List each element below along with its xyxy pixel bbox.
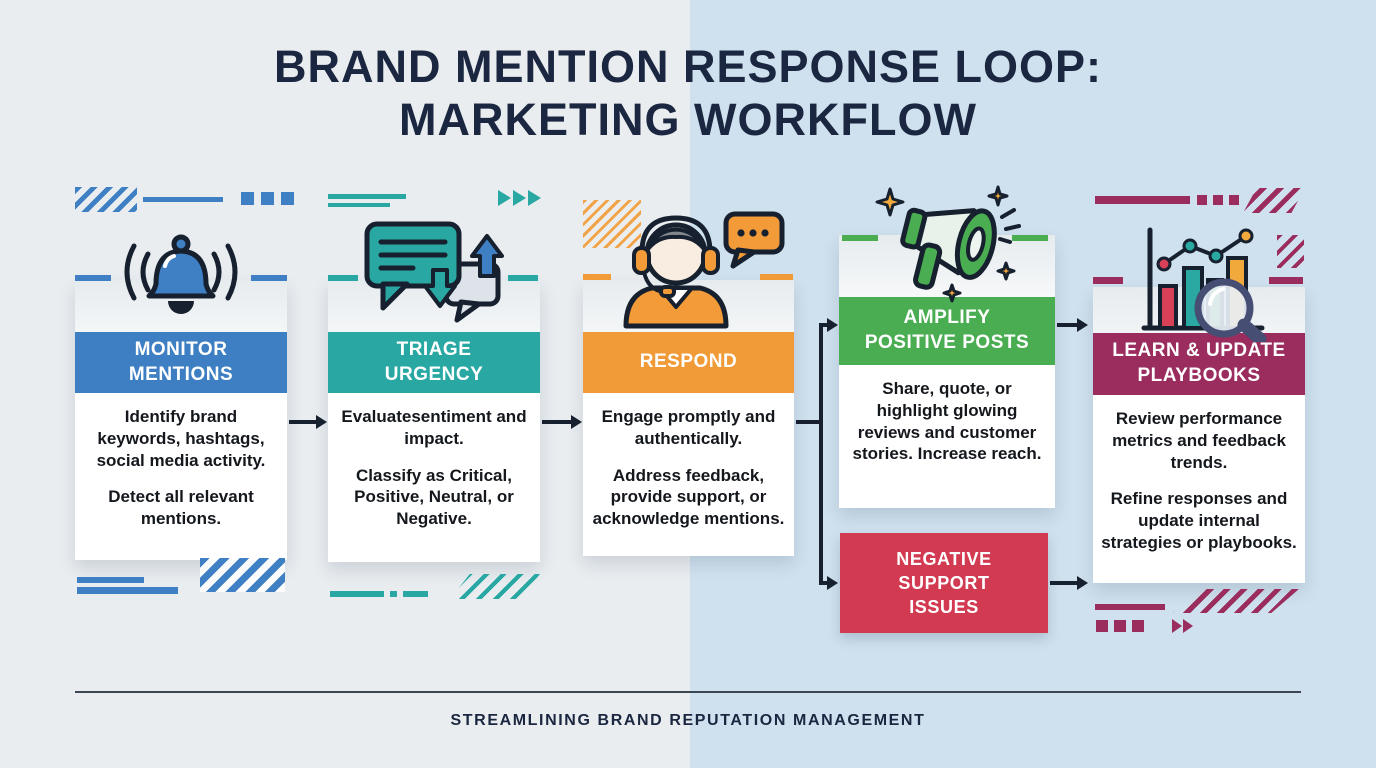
- card-body-learn: Review performance metrics and feedback …: [1093, 395, 1305, 554]
- dash-decoration-bottom: [330, 591, 384, 597]
- card-header-label: AMPLIFY POSITIVE POSTS: [864, 307, 1030, 353]
- stripes-decoration-teal-bottom: [450, 574, 540, 599]
- square-decoration: [1213, 195, 1223, 205]
- arrow-respond-out: [796, 420, 822, 424]
- card-body-amplify: Share, quote, or highlight glowing revie…: [839, 365, 1055, 465]
- card-header-learn: LEARN & UPDATE PLAYBOOKS: [1093, 333, 1305, 395]
- dash-decoration: [251, 275, 287, 281]
- line-decoration-blue-top: [143, 197, 223, 202]
- card-header-label: RESPOND: [639, 351, 738, 373]
- stripes-decoration-orange-top: [583, 200, 641, 248]
- megaphone-icon: [860, 181, 1034, 312]
- arrowhead: [1077, 318, 1088, 332]
- dash-decoration-bottom: [390, 591, 397, 597]
- square-decoration: [261, 192, 274, 205]
- card-header-label: MONITOR MENTIONS: [128, 338, 234, 385]
- body-paragraph: Classify as Critical, Positive, Neutral,…: [354, 465, 514, 529]
- card-body-monitor: Identify brand keywords, hashtags, socia…: [75, 393, 287, 530]
- footer-divider: [75, 691, 1301, 693]
- dash-decoration: [1269, 277, 1303, 284]
- line-decoration-blue-bottom: [77, 577, 144, 583]
- arrow-negative-to-learn: [1050, 581, 1079, 585]
- arrow-branch-to-negative: [819, 581, 829, 585]
- arrow-monitor-to-triage: [289, 420, 317, 424]
- card-header-label: LEARN & UPDATE PLAYBOOKS: [1112, 340, 1286, 386]
- bell-icon: [96, 220, 266, 337]
- triangle-decoration: [528, 190, 541, 206]
- square-decoration: [1114, 620, 1126, 632]
- triangle-decoration: [513, 190, 526, 206]
- title-line-2: MARKETING WORKFLOW: [399, 94, 977, 146]
- square-decoration: [1132, 620, 1144, 632]
- arrowhead: [827, 576, 838, 590]
- card-learn-update-playbooks: LEARN & UPDATE PLAYBOOKS Review performa…: [1093, 287, 1305, 583]
- negative-box-label: NEGATIVE SUPPORT ISSUES: [896, 548, 992, 618]
- square-decoration: [1229, 195, 1239, 205]
- body-paragraph: Review performance metrics and feedback …: [1112, 409, 1286, 472]
- card-header-monitor: MONITOR MENTIONS: [75, 332, 287, 393]
- arrow-branch-to-amplify: [819, 323, 829, 327]
- triangle-decoration: [1172, 619, 1182, 633]
- line-decoration-teal-top: [328, 194, 406, 199]
- dash-decoration: [583, 274, 611, 280]
- dash-decoration: [328, 275, 358, 281]
- body-paragraph: Address feedback, provide support, or ac…: [592, 465, 785, 529]
- arrow-amplify-to-learn: [1057, 323, 1079, 327]
- card-body-respond: Engage promptly and authentically. Addre…: [583, 393, 794, 530]
- arrowhead: [571, 415, 582, 429]
- square-decoration: [281, 192, 294, 205]
- dash-decoration: [1093, 277, 1123, 284]
- square-decoration: [241, 192, 254, 205]
- stripes-decoration-blue-bottom: [200, 558, 285, 592]
- chart-magnifier-icon: [1112, 222, 1286, 347]
- chat-arrows-icon: [349, 212, 519, 335]
- dash-decoration: [1012, 235, 1048, 241]
- body-paragraph: Refine responses and update internal str…: [1101, 489, 1297, 552]
- card-header-label: TRIAGE URGENCY: [384, 338, 484, 385]
- body-paragraph: Engage promptly and authentically.: [601, 407, 776, 448]
- title-line-1: BRAND MENTION RESPONSE LOOP:: [273, 41, 1103, 92]
- dash-decoration: [508, 275, 538, 281]
- dash-decoration-bottom: [403, 591, 428, 597]
- line-decoration-blue-bottom: [77, 587, 178, 594]
- square-decoration: [1197, 195, 1207, 205]
- dash-decoration: [760, 274, 793, 280]
- card-header-respond: RESPOND: [583, 332, 794, 393]
- card-respond: RESPOND Engage promptly and authenticall…: [583, 280, 794, 556]
- square-decoration: [1096, 620, 1108, 632]
- stripes-decoration-maroon-small: [1277, 235, 1304, 268]
- card-monitor-mentions: MONITOR MENTIONS Identify brand keywords…: [75, 280, 287, 560]
- page-title: BRAND MENTION RESPONSE LOOP: MARKETING W…: [0, 40, 1376, 146]
- card-header-amplify: AMPLIFY POSITIVE POSTS: [839, 297, 1055, 365]
- arrowhead: [827, 318, 838, 332]
- arrow-triage-to-respond: [542, 420, 572, 424]
- body-paragraph: Share, quote, or highlight glowing revie…: [852, 379, 1042, 464]
- triangle-decoration: [1183, 619, 1193, 633]
- card-amplify-positive-posts: AMPLIFY POSITIVE POSTS Share, quote, or …: [839, 235, 1055, 508]
- arrowhead: [316, 415, 327, 429]
- negative-support-issues-box: NEGATIVE SUPPORT ISSUES: [840, 533, 1048, 633]
- body-paragraph: Evaluatesentiment and impact.: [341, 407, 527, 448]
- card-body-triage: Evaluatesentiment and impact. Classify a…: [328, 393, 540, 530]
- dash-decoration: [75, 275, 111, 281]
- card-header-triage: TRIAGE URGENCY: [328, 332, 540, 393]
- dash-decoration: [842, 235, 878, 241]
- body-paragraph: Detect all relevant mentions.: [108, 487, 254, 528]
- line-decoration-maroon-bottom: [1095, 604, 1165, 610]
- card-triage-urgency: TRIAGE URGENCY Evaluatesentiment and imp…: [328, 280, 540, 562]
- line-decoration-teal-top: [328, 203, 390, 207]
- stripes-decoration-blue-top: [75, 187, 137, 212]
- support-agent-icon: [598, 206, 788, 335]
- triangle-decoration: [498, 190, 511, 206]
- arrowhead: [1077, 576, 1088, 590]
- footer-caption: STREAMLINING BRAND REPUTATION MANAGEMENT: [450, 712, 926, 729]
- branch-vertical-line: [819, 325, 823, 583]
- line-decoration-maroon-top: [1095, 196, 1190, 204]
- body-paragraph: Identify brand keywords, hashtags, socia…: [96, 407, 266, 470]
